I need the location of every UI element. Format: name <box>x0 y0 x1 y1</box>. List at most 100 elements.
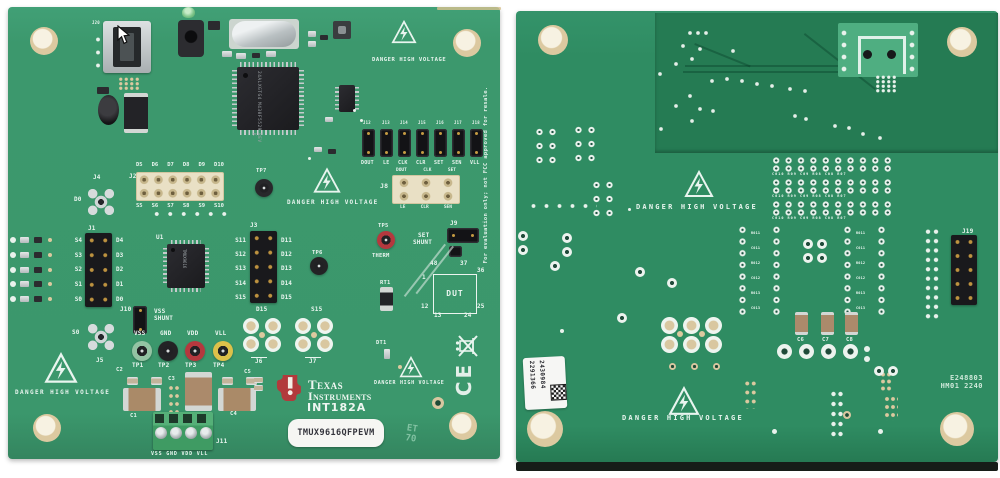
j8-top-labels: DOUT CLK SET <box>396 168 456 173</box>
back-board: DANGER HIGH VOLTAGE C010 R09 C09 R08 C08… <box>516 11 998 462</box>
solder-pad <box>661 317 678 334</box>
j9-jumper[interactable] <box>447 228 479 243</box>
u1-marking: TMUX9616 <box>182 249 187 269</box>
jumper-j13[interactable]: J13 LE <box>378 120 396 167</box>
jumper-j18[interactable]: J18 VLL <box>468 120 486 167</box>
tp7-testpoint[interactable] <box>255 179 273 197</box>
therm-label: THERM <box>372 253 390 259</box>
tp4-column: VLL TP4 <box>209 330 237 375</box>
c7-ref: C7 <box>822 337 830 343</box>
u1-pins-bottom <box>171 288 201 292</box>
vss-shunt-label: VSS <box>154 308 166 315</box>
chip <box>20 281 29 287</box>
c7-capacitor <box>821 312 834 335</box>
j9-shunt[interactable] <box>449 246 462 257</box>
soic-pins-left <box>335 87 339 110</box>
terminal-screw[interactable] <box>185 427 197 439</box>
solder-pad <box>713 363 720 370</box>
j1-header[interactable] <box>85 233 112 307</box>
jumper-body <box>380 129 393 157</box>
mouse-cursor-icon <box>117 25 130 45</box>
chip <box>222 51 232 57</box>
high-voltage-triangle-icon <box>399 356 423 378</box>
board-edge-bevel <box>437 7 501 10</box>
c8-ref: C8 <box>846 337 854 343</box>
pad-row <box>770 201 894 208</box>
vss-shunt-label: SHUNT <box>154 315 174 322</box>
solder-pad <box>317 318 333 334</box>
via <box>48 297 52 301</box>
pin1-dot <box>243 73 248 78</box>
pad-column <box>840 27 848 75</box>
tp5-testpoint[interactable] <box>377 231 395 249</box>
tp1-testpoint[interactable] <box>132 341 152 361</box>
tp6-testpoint[interactable] <box>310 257 328 275</box>
solder-pad <box>617 313 627 323</box>
j19-header[interactable] <box>951 235 977 305</box>
j11-terminal-block[interactable] <box>153 412 213 450</box>
j5-connector <box>88 324 114 350</box>
c5-ref: C5 <box>244 369 252 375</box>
jumper-j16[interactable]: J16 SET <box>432 120 450 167</box>
via <box>308 157 311 160</box>
jumper-j14[interactable]: J14 CLK <box>396 120 414 167</box>
high-voltage-triangle-icon <box>391 20 417 44</box>
solder-pad <box>518 245 528 255</box>
jumper-j17[interactable]: J17 SEN <box>450 120 468 167</box>
solder-pad <box>518 231 528 241</box>
power-component <box>124 93 148 133</box>
chip <box>314 147 322 152</box>
crystal-oscillator <box>229 19 299 49</box>
set-shunt-label: SHUNT <box>413 239 433 246</box>
danger-label: DANGER HIGH VOLTAGE <box>636 203 758 211</box>
high-voltage-triangle-icon <box>684 170 714 197</box>
io-cluster <box>10 250 56 260</box>
solder-pad <box>843 411 851 419</box>
jumper-j12[interactable]: J12 DOUT <box>361 120 375 166</box>
solder-pad <box>817 253 827 263</box>
dut-pin1: 1 <box>422 274 426 281</box>
pad-row-labels: C010 R09 C09 R08 C08 R07 <box>772 172 847 176</box>
capacitor <box>254 385 263 391</box>
rt1-thermistor <box>380 287 393 311</box>
solder-pad <box>874 366 884 376</box>
pad-row <box>770 187 894 194</box>
tp2-testpoint[interactable] <box>158 341 178 361</box>
pad-grid <box>744 379 757 409</box>
mcu-pins-top <box>240 62 296 67</box>
tp3-testpoint[interactable] <box>185 341 205 361</box>
breakout-band: C010 R09 C09 R08 C08 R07 C010 R09 C09 R0… <box>770 157 894 225</box>
strip-labels: R011 C011 R012 C012 R013 C013 <box>751 231 761 310</box>
via <box>878 429 883 434</box>
solder-pad <box>661 336 678 353</box>
pad-row <box>770 157 894 164</box>
jumper-body <box>452 129 465 157</box>
terminal-screw[interactable] <box>200 427 212 439</box>
chip <box>266 51 276 57</box>
terminal-screw[interactable] <box>155 427 167 439</box>
chip <box>34 296 42 302</box>
solder-pad <box>683 336 700 353</box>
pad-grid <box>95 33 101 73</box>
tp7-ref: TP7 <box>256 168 267 174</box>
via <box>677 331 683 337</box>
j8-header[interactable]: DOUT CLK SET LE CLR SEN <box>392 168 460 216</box>
j3-header[interactable] <box>250 231 277 303</box>
terminal-screw[interactable] <box>170 427 182 439</box>
tp4-testpoint[interactable] <box>213 341 233 361</box>
chip <box>20 296 29 302</box>
pad-column <box>830 389 844 439</box>
jumper-j15[interactable]: J15 CLR <box>414 120 432 167</box>
push-button[interactable] <box>333 21 351 39</box>
via-row <box>527 203 597 209</box>
via <box>10 237 16 243</box>
pad-column <box>771 224 782 318</box>
pad-grid <box>884 395 898 421</box>
part-number-plate: TMUX9616QFPEVM <box>288 419 384 447</box>
j10-jumper[interactable] <box>133 306 147 334</box>
mounting-hole <box>30 27 58 55</box>
via <box>48 268 52 272</box>
j7-ref: J7 <box>305 357 321 366</box>
chip <box>320 35 328 40</box>
